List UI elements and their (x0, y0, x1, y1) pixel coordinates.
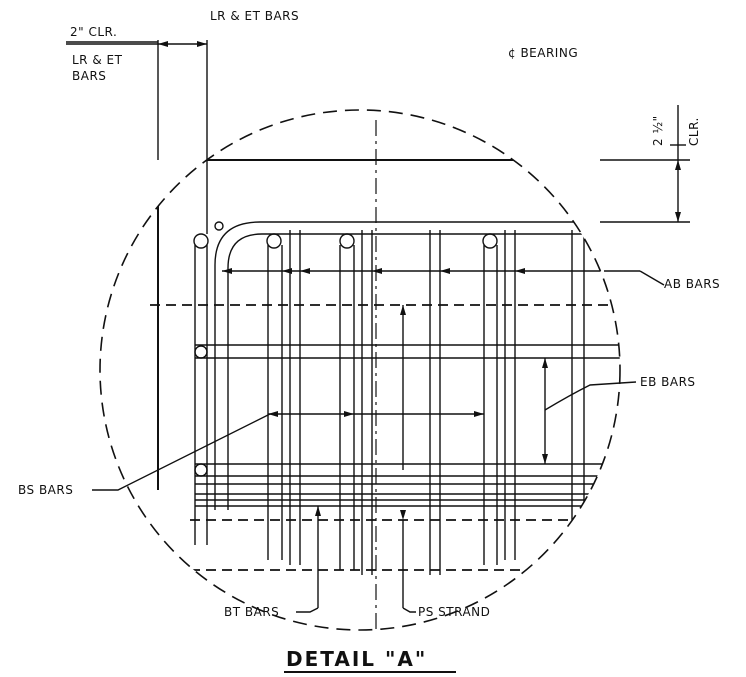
lr-et-label-line1: LR & ET (72, 53, 123, 67)
bt-bars-label: BT BARS (224, 605, 279, 619)
clearance-half-unit: CLR. (687, 117, 701, 146)
clearance-half-value: 2 ½" (651, 115, 665, 146)
detail-title: DETAIL "A" (286, 647, 427, 671)
detail-boundary-circle (99, 109, 621, 631)
clearance-2in-label: 2" CLR. (70, 25, 117, 39)
bearing-centerline-label: ¢ BEARING (508, 46, 578, 60)
lr-et-label-line2: BARS (72, 69, 106, 83)
eb-bars-label: EB BARS (640, 375, 696, 389)
girder-section (150, 120, 620, 630)
bs-bars-label: BS BARS (18, 483, 73, 497)
ab-bars-label: AB BARS (664, 277, 720, 291)
ps-strand-label: PS STRAND (418, 605, 490, 619)
lr-et-bars-top-label: LR & ET BARS (210, 9, 299, 23)
